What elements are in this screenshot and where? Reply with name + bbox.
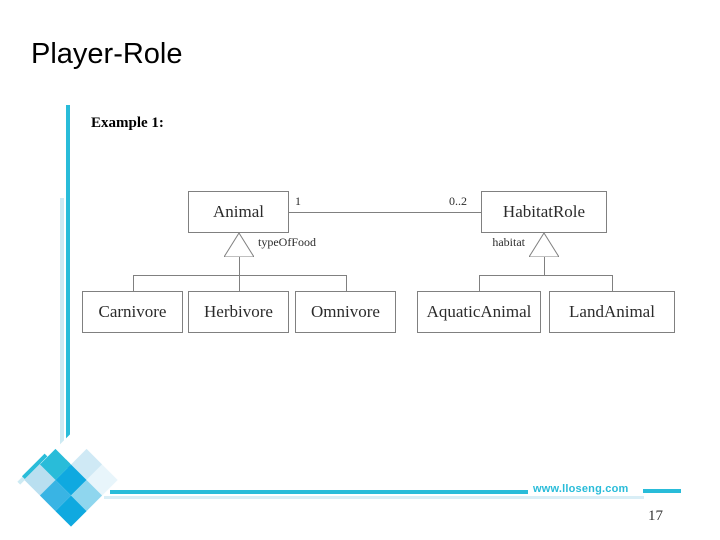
accent-rail-bright xyxy=(66,105,70,468)
generalization-stem xyxy=(544,257,545,275)
generalization-branch xyxy=(133,275,134,291)
footer-url-link[interactable]: www.lloseng.com xyxy=(533,483,629,495)
uml-class-carnivore[interactable]: Carnivore xyxy=(82,291,183,333)
uml-class-habitat-role[interactable]: HabitatRole xyxy=(481,191,607,233)
page-number: 17 xyxy=(648,508,663,524)
accent-rail-pale xyxy=(60,198,64,474)
generalization-bus xyxy=(479,275,612,276)
discriminator-label: typeOfFood xyxy=(258,235,316,249)
generalization-branch xyxy=(346,275,347,291)
association-line xyxy=(289,212,481,213)
example-label: Example 1: xyxy=(91,115,164,131)
footer-accent-bar-right xyxy=(643,489,681,493)
uml-class-animal[interactable]: Animal xyxy=(188,191,289,233)
uml-class-aquatic-animal[interactable]: AquaticAnimal xyxy=(417,291,541,333)
multiplicity-source: 1 xyxy=(295,194,301,208)
footer-accent-bar-left xyxy=(110,490,528,494)
multiplicity-target: 0..2 xyxy=(449,194,467,208)
generalization-branch xyxy=(612,275,613,291)
footer-accent-bar-pale xyxy=(104,496,644,499)
discriminator-label: habitat xyxy=(492,235,525,249)
uml-class-land-animal[interactable]: LandAnimal xyxy=(549,291,675,333)
generalization-triangle xyxy=(529,233,559,257)
generalization-triangle xyxy=(224,233,254,257)
generalization-branch xyxy=(479,275,480,291)
uml-class-omnivore[interactable]: Omnivore xyxy=(295,291,396,333)
generalization-stem xyxy=(239,257,240,275)
generalization-branch xyxy=(239,275,240,291)
uml-class-herbivore[interactable]: Herbivore xyxy=(188,291,289,333)
page-title: Player-Role xyxy=(31,38,183,70)
